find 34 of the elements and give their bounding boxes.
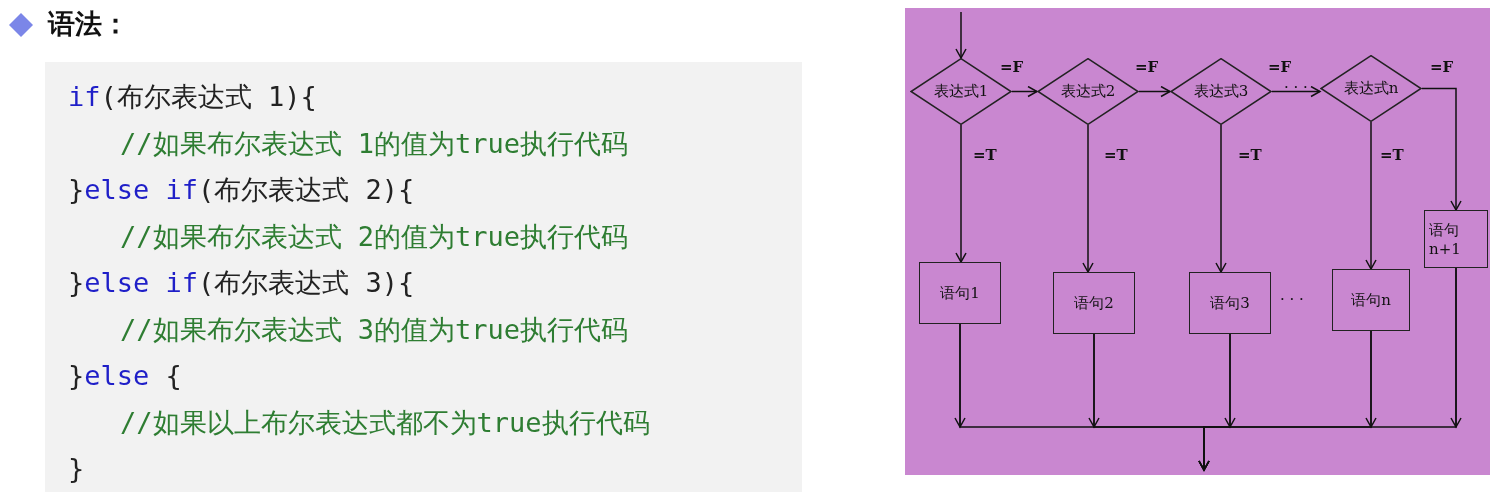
arrow xyxy=(1138,85,1171,98)
process-box: 语句3 xyxy=(1189,272,1271,334)
ellipsis-text: · · · xyxy=(1280,290,1304,308)
code-comment: //如果布尔表达式 2的值为true执行代码 xyxy=(120,219,629,254)
arrow xyxy=(1011,85,1038,98)
process-box: 语句n xyxy=(1332,269,1410,331)
arrow xyxy=(1421,87,1462,211)
arrow xyxy=(1271,85,1321,98)
code-comment: //如果以上布尔表达式都不为true执行代码 xyxy=(120,405,650,440)
decision-diamond: 表达式n xyxy=(1320,55,1422,122)
ellipsis-text: · · · xyxy=(1284,78,1308,96)
edge-label: =F xyxy=(1000,58,1024,76)
arrow xyxy=(1215,124,1227,273)
slide-title: 语法： xyxy=(48,7,129,41)
arrow xyxy=(955,124,967,263)
edge-label: =T xyxy=(1104,146,1128,164)
edge-label: =T xyxy=(973,146,997,164)
edge-label: =T xyxy=(1380,146,1404,164)
process-box: 语句2 xyxy=(1053,272,1135,334)
arrow xyxy=(1365,121,1377,270)
process-box: 语句n+1 xyxy=(1424,210,1488,268)
code-line: }else if(布尔表达式 2){ xyxy=(68,173,415,207)
edge-label: =T xyxy=(1238,146,1262,164)
code-line: } xyxy=(68,452,85,486)
code-line: }else { xyxy=(68,359,182,393)
arrow xyxy=(955,11,967,59)
code-line: if(布尔表达式 1){ xyxy=(68,80,317,114)
edge-label: =F xyxy=(1430,58,1454,76)
arrow xyxy=(1198,267,1462,471)
process-box: 语句1 xyxy=(919,262,1001,324)
arrow xyxy=(1082,124,1094,273)
code-line: }else if(布尔表达式 3){ xyxy=(68,266,415,300)
code-comment: //如果布尔表达式 3的值为true执行代码 xyxy=(120,312,629,347)
code-comment: //如果布尔表达式 1的值为true执行代码 xyxy=(120,126,629,161)
